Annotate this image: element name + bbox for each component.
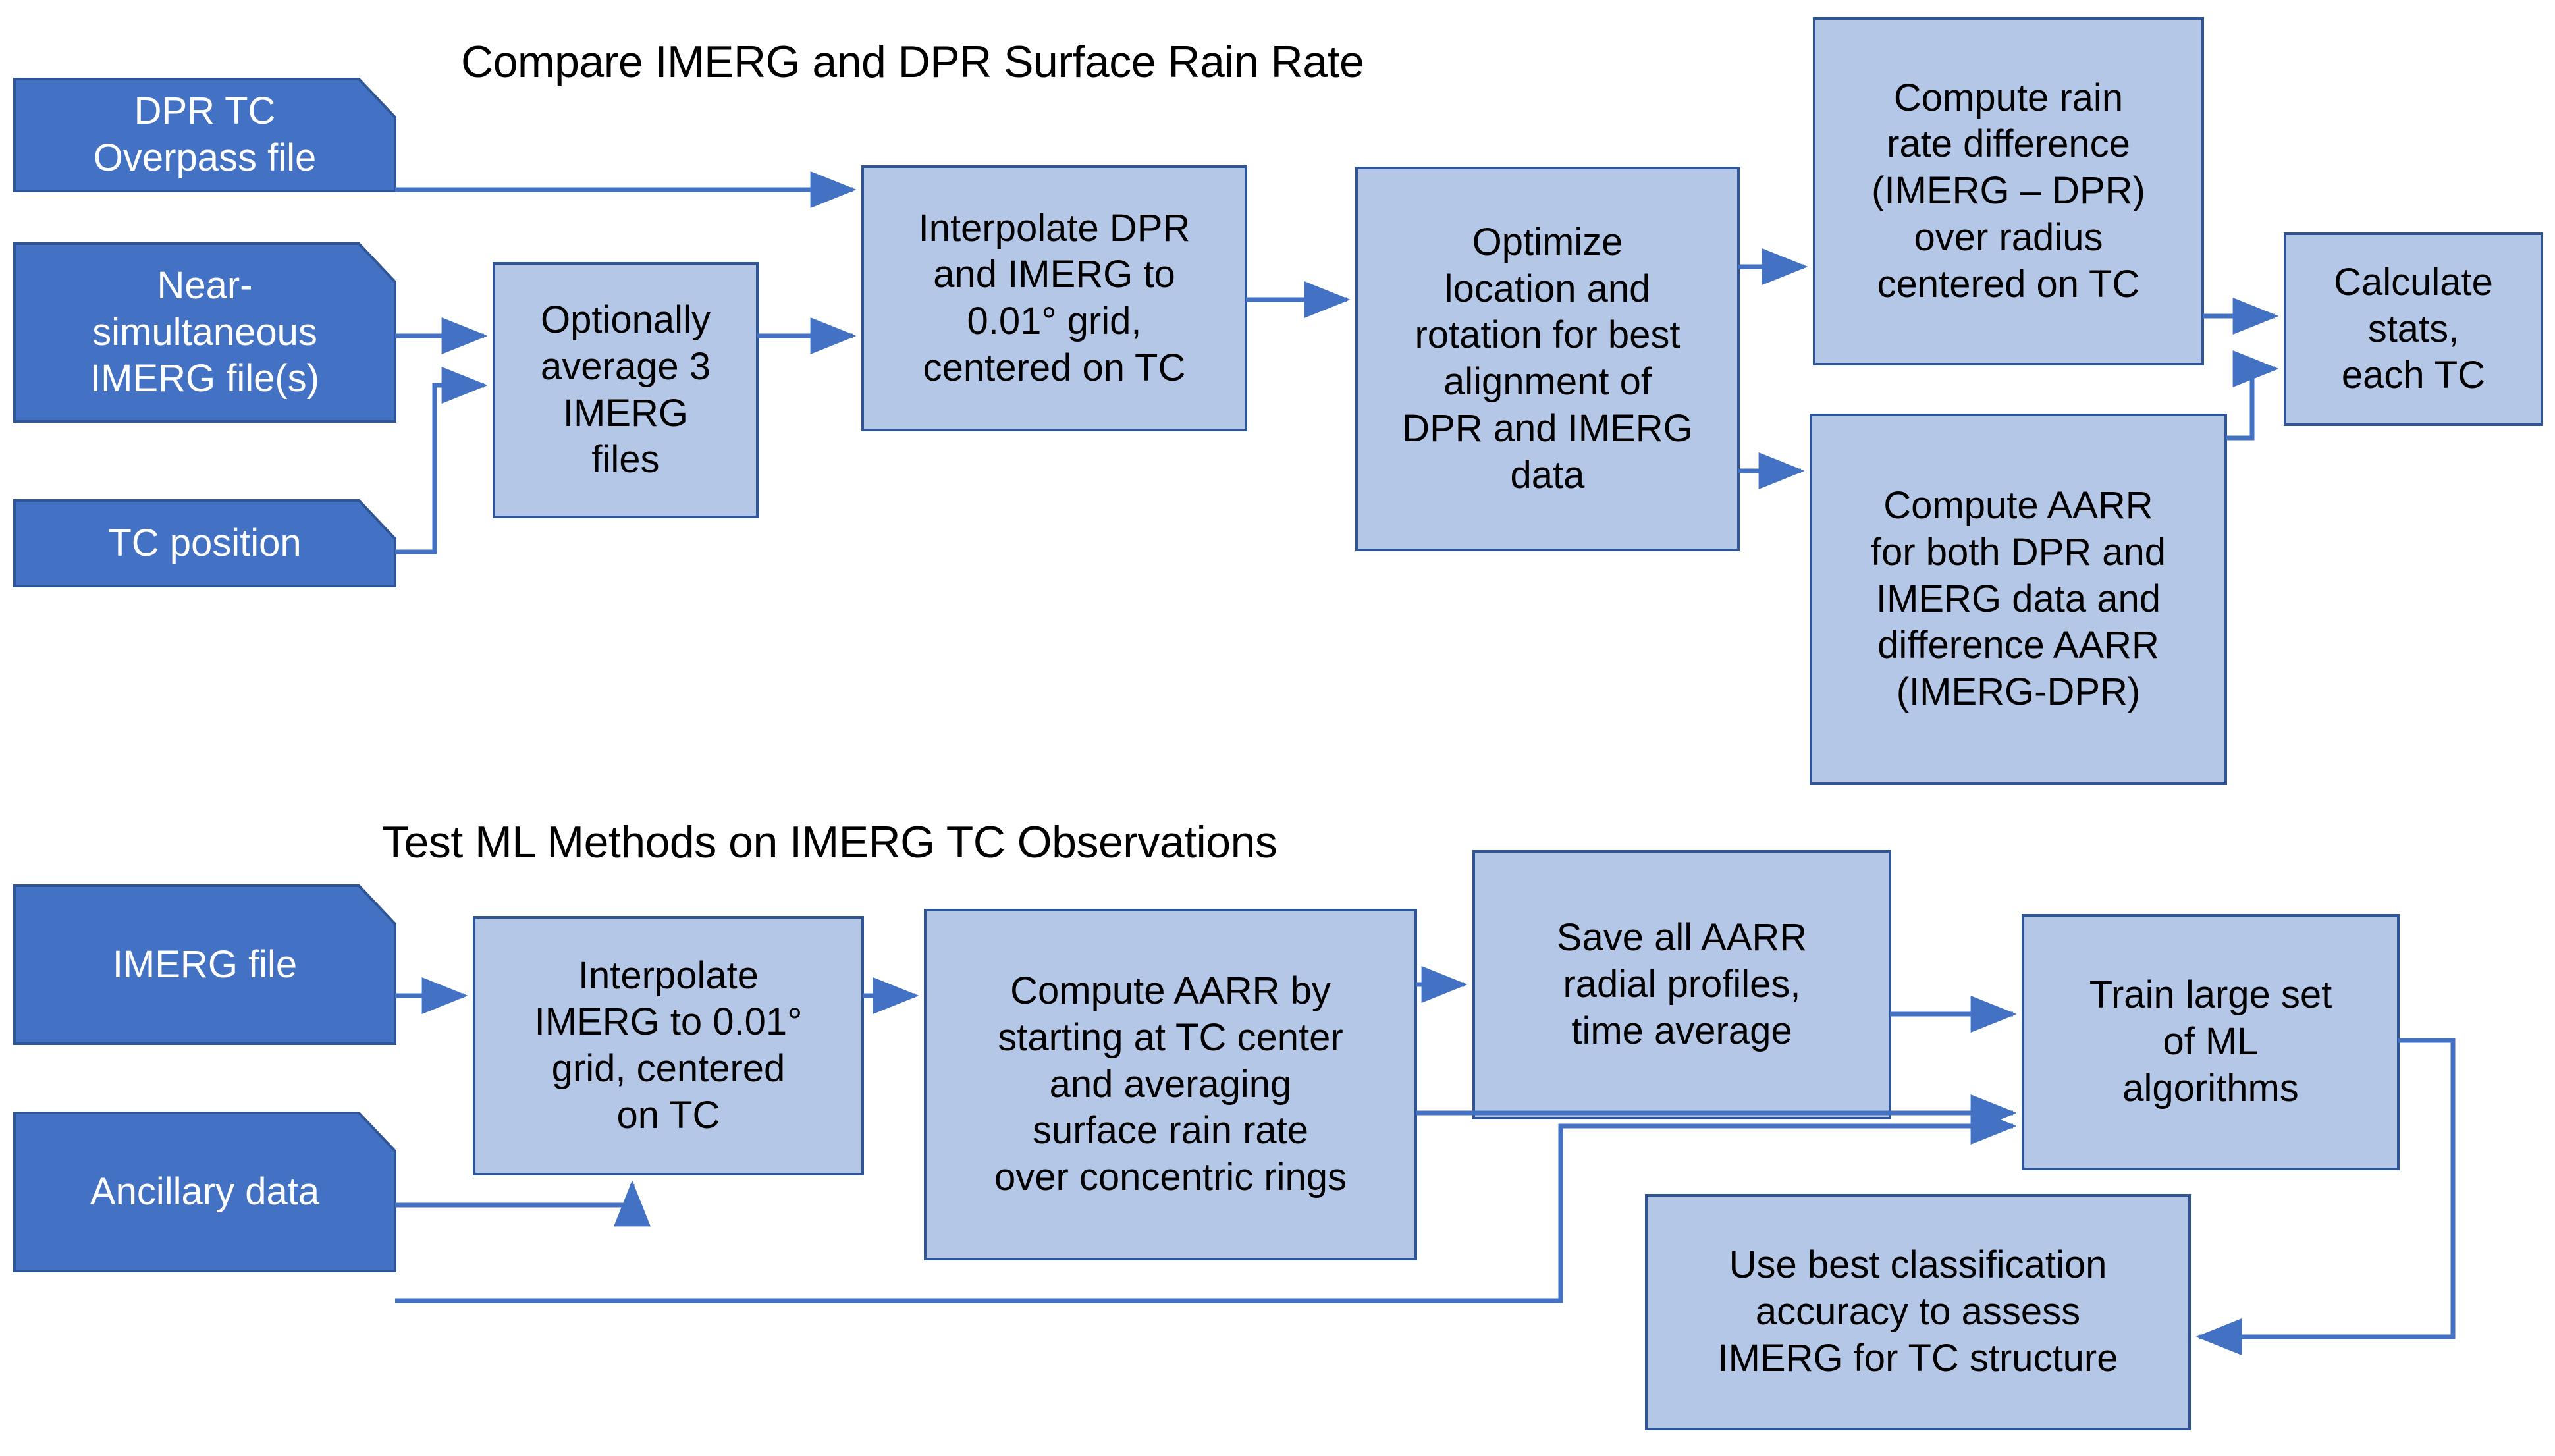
- node-imerg-file[interactable]: [13, 884, 396, 1045]
- node-interpolate-imerg-grid[interactable]: [473, 916, 864, 1175]
- node-tc-position[interactable]: [13, 499, 396, 587]
- node-compute-aarr-rings[interactable]: [924, 909, 1417, 1260]
- node-optionally-average-3-imerg-files[interactable]: [493, 262, 759, 518]
- node-dpr-tc-overpass-file[interactable]: [13, 78, 396, 192]
- node-compute-rain-rate-difference[interactable]: [1813, 17, 2204, 365]
- node-optimize-location-and-rotation[interactable]: [1355, 167, 1740, 551]
- connector-tcposition-to-average: [395, 367, 488, 554]
- connector-trainml-to-usebest: [2195, 1038, 2456, 1355]
- connector-ancillary-to-trainml: [395, 1108, 2017, 1303]
- node-use-best-classification-accuracy[interactable]: [1645, 1194, 2191, 1430]
- node-calculate-stats-each-tc[interactable]: [2284, 232, 2543, 426]
- node-interpolate-dpr-and-imerg[interactable]: [861, 165, 1247, 431]
- connector-ancillary-to-interpolate: [395, 1180, 651, 1227]
- node-compute-aarr-both[interactable]: [1810, 414, 2227, 785]
- node-near-simultaneous-imerg-files[interactable]: [13, 242, 396, 423]
- connector-aarrboth-to-stats: [2226, 350, 2279, 441]
- node-save-aarr-radial-profiles[interactable]: [1472, 850, 1891, 1119]
- section-title-ml: Test ML Methods on IMERG TC Observations: [382, 817, 1278, 867]
- section-title-compare: Compare IMERG and DPR Surface Rain Rate: [461, 37, 1364, 87]
- node-ancillary-data[interactable]: [13, 1112, 396, 1272]
- node-train-ml-algorithms[interactable]: [2022, 914, 2400, 1170]
